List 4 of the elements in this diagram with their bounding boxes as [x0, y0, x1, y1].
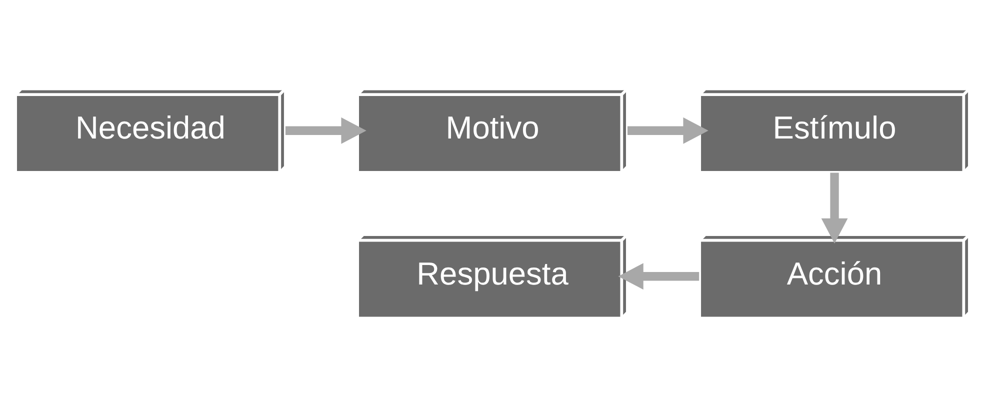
arrow [618, 262, 700, 290]
arrow [628, 116, 708, 144]
arrow [821, 172, 848, 244]
arrow [285, 116, 366, 144]
